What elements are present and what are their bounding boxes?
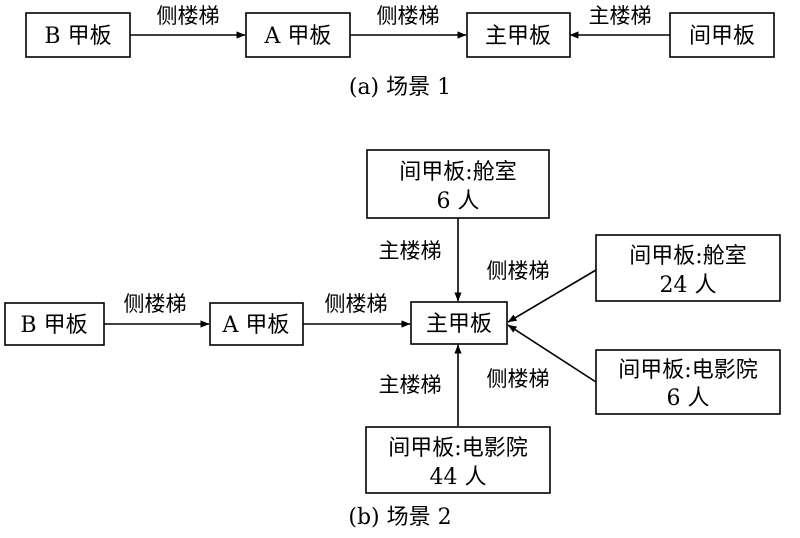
cinema-right-count: 6 人 (667, 386, 710, 411)
node-main-deck-label: 主甲板 (426, 312, 492, 337)
node-cinema-bottom: 间甲板:电影院 44 人 (365, 426, 551, 494)
scene-1: 侧楼梯 侧楼梯 主楼梯 B 甲板 A 甲板 主甲板 间甲板 (a) 场景 1 (25, 4, 775, 100)
node-mid-deck-label: 间甲板 (689, 24, 755, 49)
cabin-right-name: 间甲板:舱室 (629, 244, 746, 269)
edge-label-a-to-main-scene2: 侧楼梯 (325, 292, 388, 316)
node-a-deck-label: A 甲板 (222, 313, 290, 338)
edge-label-b-to-a-scene2: 侧楼梯 (124, 292, 187, 316)
cabin-top-name: 间甲板:舱室 (399, 160, 516, 185)
node-main-deck-scene2: 主甲板 (410, 301, 508, 345)
edge-label-mid-to-main-scene1: 主楼梯 (589, 4, 652, 28)
cinema-bottom-count: 44 人 (430, 465, 487, 490)
cabin-top-count: 6 人 (437, 189, 480, 214)
cabin-right-count: 24 人 (660, 273, 717, 298)
edge-label-cinema-right-to-main: 侧楼梯 (487, 367, 550, 391)
node-cabin-top: 间甲板:舱室 6 人 (366, 149, 550, 219)
node-b-deck-scene2: B 甲板 (4, 302, 105, 346)
node-cinema-right: 间甲板:电影院 6 人 (595, 349, 781, 415)
caption-scene2: (b) 场景 2 (348, 505, 451, 530)
node-a-deck-scene1: A 甲板 (245, 12, 351, 58)
edge-label-a-to-main-scene1: 侧楼梯 (377, 4, 440, 28)
node-a-deck-scene2: A 甲板 (209, 302, 304, 346)
caption-scene1: (a) 场景 1 (349, 75, 451, 100)
node-b-deck-scene1: B 甲板 (25, 12, 131, 58)
node-a-deck-label: A 甲板 (264, 24, 332, 49)
node-main-deck-label: 主甲板 (485, 24, 551, 49)
edge-label-cabin-right-to-main: 侧楼梯 (487, 259, 550, 283)
edge-label-cinema-bottom-to-main: 主楼梯 (379, 373, 442, 397)
node-b-deck-label: B 甲板 (20, 313, 87, 338)
node-cabin-right: 间甲板:舱室 24 人 (595, 234, 781, 302)
node-b-deck-label: B 甲板 (44, 24, 111, 49)
node-main-deck-scene1: 主甲板 (466, 12, 571, 58)
edge-cinema-right-to-main (507, 324, 597, 383)
scene-2: 侧楼梯 侧楼梯 主楼梯 侧楼梯 侧楼梯 主楼梯 B 甲板 A 甲板 主甲板 间甲… (4, 149, 781, 530)
cinema-bottom-name: 间甲板:电影院 (388, 436, 527, 461)
cinema-right-name: 间甲板:电影院 (618, 358, 757, 383)
edge-cabin-right-to-main (507, 269, 597, 323)
edge-label-cabin-top-to-main: 主楼梯 (379, 239, 442, 263)
edge-label-b-to-a-scene1: 侧楼梯 (157, 4, 220, 28)
node-mid-deck-scene1: 间甲板 (669, 12, 775, 58)
